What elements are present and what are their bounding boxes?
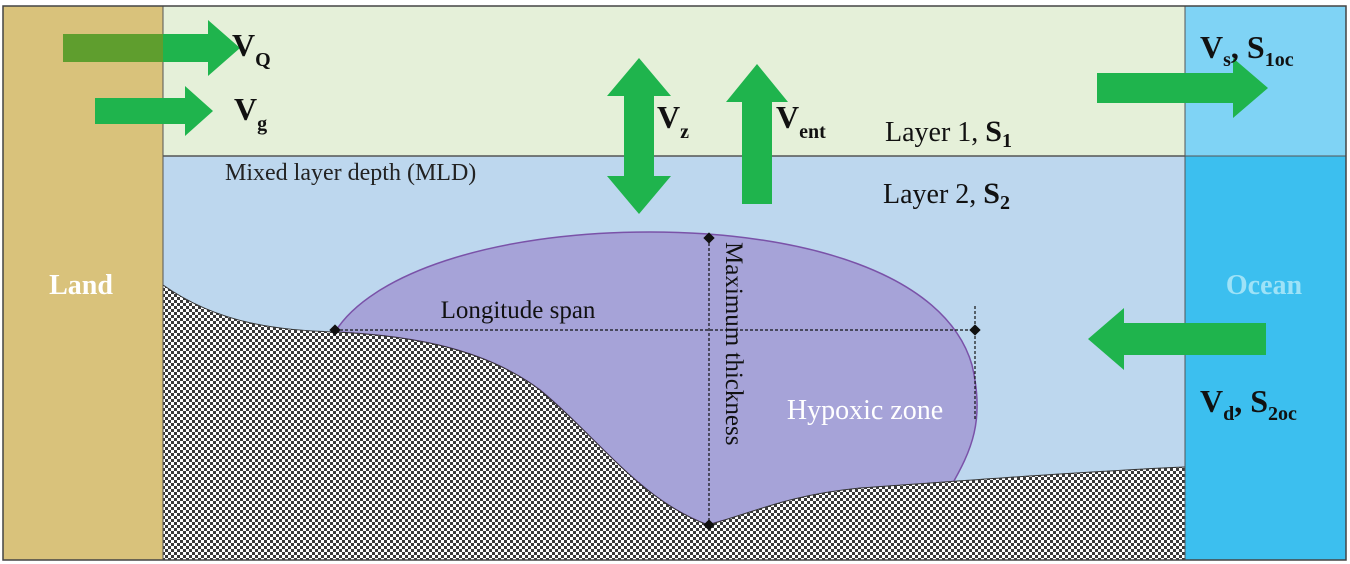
vq-symbol: V (232, 27, 255, 63)
layer-1-prefix: Layer 1, (885, 117, 985, 148)
layer-2-salinity-symbol: S (983, 177, 1000, 210)
vg-arrow (95, 86, 213, 136)
vg-label: Vg (234, 91, 267, 135)
maximum-thickness-top-marker (703, 232, 715, 244)
vs-salinity-symbol: S (1247, 29, 1265, 65)
layer-1-label: Layer 1, S1 (885, 115, 1012, 152)
vs-subscript: s (1223, 49, 1231, 71)
longitude-span-end-marker (969, 324, 981, 336)
hypoxic-zone-label: Hypoxic zone (787, 395, 943, 426)
diagram-frame (2, 5, 1347, 561)
vg-symbol: V (234, 91, 257, 127)
vq-label: VQ (232, 27, 271, 71)
layer-2-prefix: Layer 2, (883, 179, 983, 210)
layer-2-label: Layer 2, S2 (883, 177, 1010, 214)
vz-arrow (607, 58, 671, 214)
layer-1-region (162, 5, 1186, 157)
vd-separator: , (1234, 383, 1250, 419)
longitude-span-start-marker (329, 324, 341, 336)
vs-label: Vs, S1oc (1200, 29, 1294, 71)
vg-subscript: g (257, 113, 267, 135)
vz-subscript: z (680, 121, 689, 143)
vent-label: Vent (776, 99, 826, 143)
layer-1-salinity-symbol: S (985, 115, 1002, 148)
layer-1-salinity-subscript: 1 (1002, 130, 1012, 152)
vs-separator: , (1231, 29, 1247, 65)
vs-salinity-subscript: 1oc (1265, 49, 1294, 71)
vd-arrow (1088, 308, 1266, 370)
mld-label: Mixed layer depth (MLD) (225, 160, 476, 186)
vent-subscript: ent (799, 121, 826, 143)
maximum-thickness-bottom-marker (703, 519, 715, 531)
vq-arrow-land-segment (63, 34, 163, 62)
vd-symbol: V (1200, 383, 1223, 419)
vs-symbol: V (1200, 29, 1223, 65)
vz-label: Vz (657, 99, 689, 143)
vd-label: Vd, S2oc (1200, 383, 1297, 425)
ocean-lower-region (1184, 155, 1347, 561)
vs-arrow (1097, 58, 1268, 118)
vz-symbol: V (657, 99, 680, 135)
vd-salinity-symbol: S (1250, 383, 1268, 419)
layer-2-salinity-subscript: 2 (1000, 192, 1010, 214)
vd-subscript: d (1223, 403, 1234, 425)
vent-symbol: V (776, 99, 799, 135)
maximum-thickness-label: Maximum thickness (720, 242, 747, 445)
land-label: Land (49, 270, 113, 301)
vd-salinity-subscript: 2oc (1268, 403, 1297, 425)
ocean-label: Ocean (1226, 270, 1303, 301)
vq-subscript: Q (255, 49, 271, 71)
longitude-span-label: Longitude span (441, 297, 596, 324)
vent-arrow (726, 64, 788, 204)
